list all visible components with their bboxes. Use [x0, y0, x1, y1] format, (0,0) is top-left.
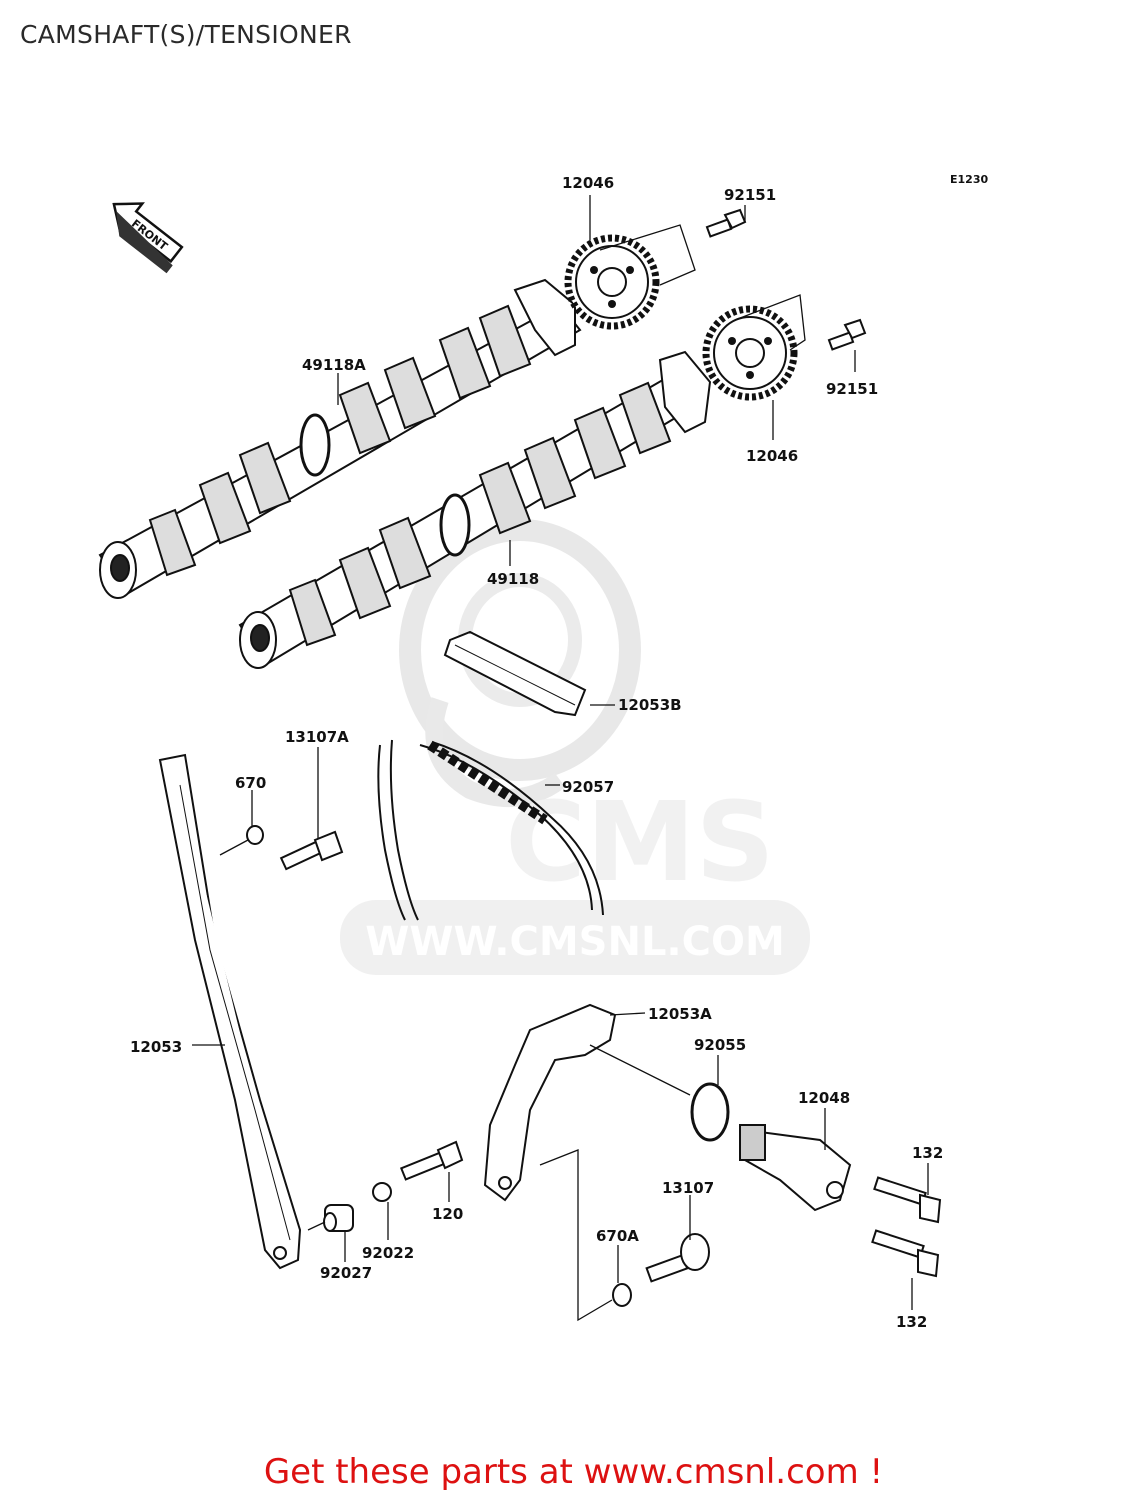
tensioner-bolt-top [873, 1176, 942, 1224]
label-collar-92027: 92027 [320, 1264, 372, 1282]
label-bolt-120: 120 [432, 1205, 463, 1223]
label-bolt-13107a: 13107A [285, 728, 349, 746]
label-washer-92022: 92022 [362, 1244, 414, 1262]
sprocket-bolt-top [705, 208, 747, 238]
watermark-logo: CMS [505, 778, 774, 906]
label-tensioner: 12048 [798, 1089, 850, 1107]
label-bolt-13107: 13107 [662, 1179, 714, 1197]
o-ring-670a [612, 1283, 632, 1307]
part-labels: 12046 92151 92151 12046 49118A 49118 120… [130, 174, 943, 1331]
washer-92022 [372, 1182, 392, 1202]
leader-lines [192, 195, 929, 1322]
cmsnl-watermark: WWW.CMSNL.COM CMS [340, 519, 810, 975]
cam-chain [377, 739, 604, 921]
o-ring-92055 [690, 1082, 730, 1142]
label-bolt-right: 92151 [826, 380, 878, 398]
label-chain: 92057 [562, 778, 614, 796]
pivot-bolt-13107a [279, 830, 344, 871]
label-oring-92055: 92055 [694, 1036, 746, 1054]
camshaft-b [238, 350, 712, 669]
chain-guide-top [443, 630, 587, 717]
label-bolt-132-top: 132 [912, 1144, 943, 1162]
cam-sprocket-right [702, 305, 798, 401]
pivot-bolt-13107 [645, 1233, 710, 1283]
chain-guide-left [158, 753, 302, 1270]
front-direction-arrow: FRONT [112, 202, 184, 274]
label-camshaft-a: 49118A [302, 356, 366, 374]
sprocket-bolt-right [827, 318, 867, 351]
camshaft-a [98, 278, 582, 599]
cam-sprocket-top [564, 234, 660, 330]
label-oring-670a: 670A [596, 1227, 639, 1245]
label-guide-left: 12053 [130, 1038, 182, 1056]
bolt-120 [399, 1140, 464, 1181]
label-camshaft-b: 49118 [487, 570, 539, 588]
label-bolt-top: 92151 [724, 186, 776, 204]
collar-92027 [323, 1204, 354, 1232]
cam-chain-tensioner [739, 1124, 852, 1212]
label-sprocket-right: 12046 [746, 447, 798, 465]
watermark-url: WWW.CMSNL.COM [365, 919, 785, 965]
tensioner-bolt-bottom [871, 1229, 940, 1278]
page-title: CAMSHAFT(S)/TENSIONER [20, 20, 352, 49]
label-guide-top: 12053B [618, 696, 682, 714]
label-bolt-132-bottom: 132 [896, 1313, 927, 1331]
diagram-code: E1230 [950, 173, 988, 186]
o-ring-670 [246, 825, 264, 845]
label-tensioner-guide: 12053A [648, 1005, 712, 1023]
label-oring-670: 670 [235, 774, 266, 792]
tensioner-guide [483, 1003, 617, 1202]
label-sprocket-top: 12046 [562, 174, 614, 192]
promo-link-text[interactable]: Get these parts at www.cmsnl.com ! [263, 1452, 884, 1492]
